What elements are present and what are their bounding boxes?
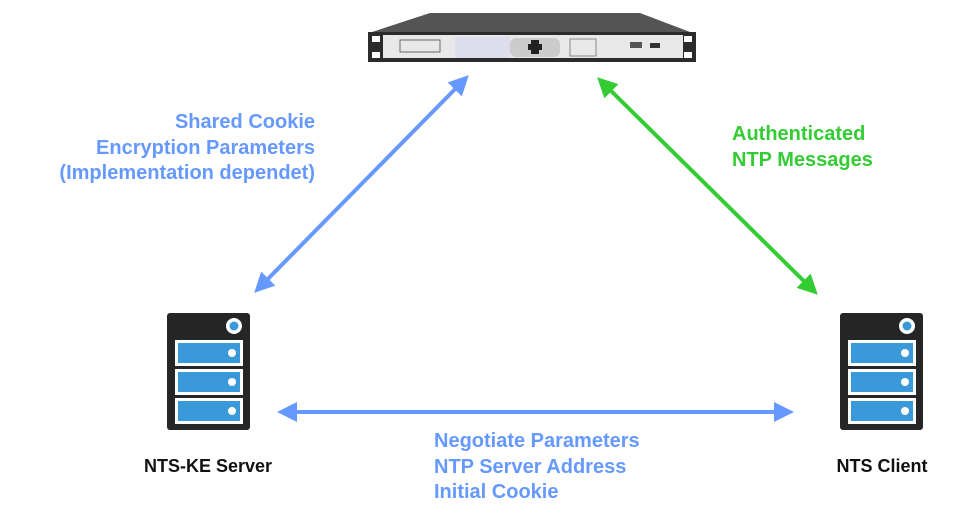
edge-label-line: Negotiate Parameters xyxy=(434,430,640,452)
client-time-server-edge-label: Authenticated NTP Messages xyxy=(732,122,873,173)
edge-label-line: Authenticated xyxy=(732,123,866,145)
ke-client-edge-label: Negotiate Parameters NTP Server Address … xyxy=(434,429,640,506)
nts-client-icon xyxy=(840,313,923,430)
edge-label-line: (Implementation dependet) xyxy=(59,162,315,184)
edge-label-line: Encryption Parameters xyxy=(96,136,315,159)
edge-label-line: NTP Server Address xyxy=(434,455,627,478)
edge-label-line: NTP Messages xyxy=(732,148,873,171)
edge-label-line: Shared Cookie xyxy=(174,111,315,133)
nts-client-label: NTS Client xyxy=(836,456,928,476)
edge-label-line: Initial Cookie xyxy=(434,481,559,503)
ke-time-server-edge-label: Shared Cookie Encryption Parameters (Imp… xyxy=(59,110,315,187)
arrow-ke-to-time-server xyxy=(254,75,469,293)
nts-ke-server-label: NTS-KE Server xyxy=(143,456,273,476)
arrow-client-to-time-server xyxy=(597,77,818,295)
rack-time-server-icon xyxy=(368,13,696,62)
nts-ke-server-icon xyxy=(167,313,250,430)
